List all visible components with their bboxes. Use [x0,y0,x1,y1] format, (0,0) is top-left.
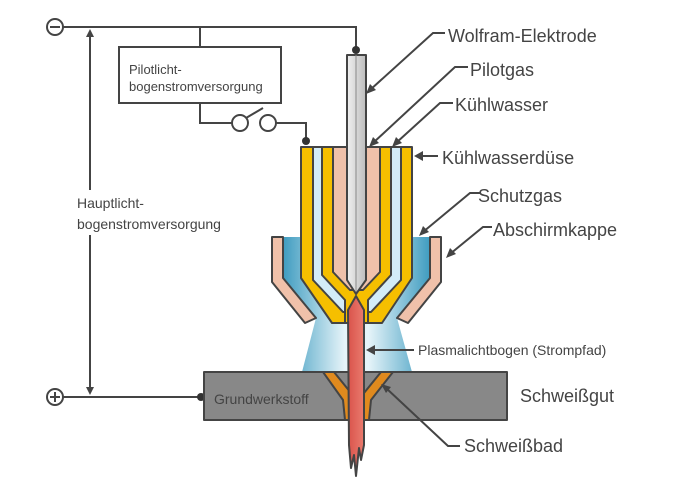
shield-cap-right [396,236,442,324]
main-supply-label-1: Hauptlicht- [77,195,144,211]
label-pilot-gas: Pilotgas [470,60,534,80]
arrow-icon [419,226,429,236]
arrow-icon [446,248,456,258]
switch-contact-icon [259,114,277,132]
arrow-icon [366,345,375,355]
label-weld-metal: Schweißgut [520,386,614,406]
arrow-icon [414,151,423,161]
label-shield-gas: Schutzgas [478,186,562,206]
arrow-icon [392,137,402,147]
pilot-supply-label-1: Pilotlicht- [129,62,182,77]
switch-lever-icon [245,107,264,119]
arrow-up-icon [86,29,94,37]
pilot-wire-nozzle [276,122,307,140]
arrow-down-icon [86,387,94,395]
label-electrode: Wolfram-Elektrode [448,26,597,46]
electrode-contact [352,46,360,54]
nozzle-contact [302,137,310,145]
label-cooling-water: Kühlwasser [455,95,548,115]
main-supply-label-2: bogenstromversorgung [77,216,221,232]
pilot-wire-switch [199,103,232,124]
plus-sign-icon [50,392,60,402]
label-plasma-arc: Plasmalichtbogen (Strompfad) [418,342,606,358]
arrow-icon [381,384,391,393]
switch-contact-icon [231,114,249,132]
label-shield-cap: Abschirmkappe [493,220,617,240]
plasma-arc [347,295,365,477]
label-weld-pool: Schweißbad [464,436,563,456]
circuit: Pilotlicht- bogenstromversorgung Hauptli… [46,18,360,406]
base-material-label: Grundwerkstoff [214,391,309,407]
arrow-icon [366,84,376,94]
negative-wire [63,26,357,50]
pilot-supply-label-2: bogenstromversorgung [129,79,263,94]
label-cooling-nozzle: Kühlwasserdüse [442,148,574,168]
arrow-icon [369,137,379,147]
shield-cap-left [271,236,317,324]
callouts: Wolfram-Elektrode Pilotgas Kühlwasser Kü… [366,26,617,456]
